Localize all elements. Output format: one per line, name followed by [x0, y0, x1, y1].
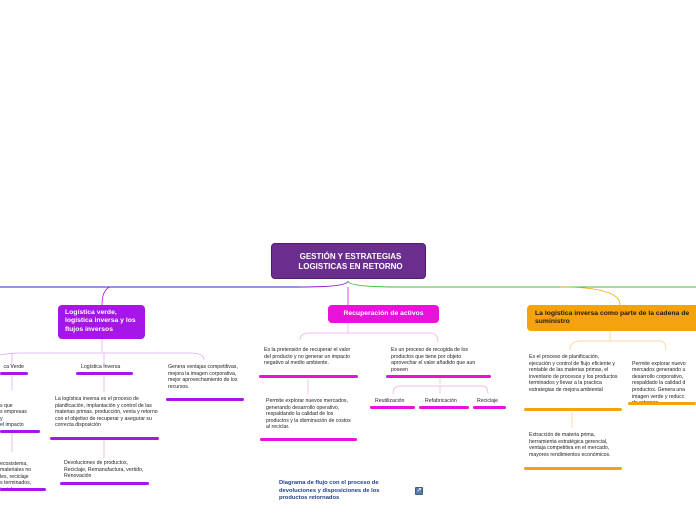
root-title: GESTIÓN Y ESTRATEGIAS LOGISTICAS EN RETO…: [298, 252, 403, 271]
detail-recuperacion[interactable]: Permite explorar nuevos mercados, genera…: [266, 398, 354, 431]
underline: [628, 402, 696, 405]
underline: [473, 406, 506, 409]
child-ventajas[interactable]: Genera ventajas competitivas, mejora la …: [168, 364, 240, 390]
underline: [0, 488, 46, 491]
child-pretension-label: Es la pretensión de recuperar el valor d…: [264, 347, 351, 367]
underline: [419, 406, 469, 409]
underline: [166, 398, 244, 401]
underline: [524, 467, 622, 470]
child-explorar-mercados[interactable]: Permite explorar nuevo mercados generand…: [632, 354, 696, 407]
child-logistica-inversa[interactable]: Logística Inversa: [81, 364, 131, 371]
subitem-refabricacion[interactable]: Refabricación: [425, 398, 469, 405]
link-icon[interactable]: ↗: [415, 487, 423, 495]
subitem-reciclaje[interactable]: Reciclaje: [477, 398, 507, 405]
detail-recuperacion-text: Permite explorar nuevos mercados, genera…: [266, 398, 351, 431]
detail-inversa-tipos[interactable]: Devoluciones de productos, Reciclaje, Re…: [64, 460, 146, 480]
branch-recuperacion-label: Recuperación de activos: [343, 310, 424, 317]
detail-extraccion[interactable]: Extracción de materia prima, herramienta…: [529, 432, 617, 458]
detail-verde-1[interactable]: s que s empresas y el impacto: [0, 396, 36, 429]
subitem-reutilizacion[interactable]: Reutilización: [375, 398, 415, 405]
underline: [76, 372, 133, 375]
underline: [259, 375, 358, 378]
child-logistica-verde[interactable]: ca Verde: [0, 364, 24, 371]
detail-extraccion-text: Extracción de materia prima, herramienta…: [529, 432, 611, 458]
child-explorar-mercados-label: Permite explorar nuevo mercados generand…: [632, 360, 686, 407]
subitem-reutilizacion-label: Reutilización: [375, 398, 405, 404]
child-logistica-verde-label: ca Verde: [3, 364, 24, 370]
underline: [0, 372, 28, 375]
child-ventajas-label: Genera ventajas competitivas, mejora la …: [168, 364, 238, 390]
branch-logistica-verde[interactable]: Logística verde, logística inversa y los…: [58, 305, 145, 339]
child-pretension[interactable]: Es la pretensión de recuperar el valor d…: [264, 347, 356, 367]
underline: [386, 375, 491, 378]
root-node[interactable]: GESTIÓN Y ESTRATEGIAS LOGISTICAS EN RETO…: [271, 243, 426, 279]
underline: [60, 482, 149, 485]
child-logistica-inversa-label: Logística Inversa: [81, 364, 121, 370]
underline: [260, 438, 357, 441]
branch-logistica-verde-label: Logística verde, logística inversa y los…: [65, 309, 136, 333]
detail-verde-1-text: s que s empresas y el impacto: [0, 402, 27, 429]
underline: [370, 406, 415, 409]
underline: [524, 408, 622, 411]
underline: [0, 430, 40, 433]
detail-inversa-def-text: La logística inversa es el proceso de pl…: [55, 396, 158, 429]
branch-cadena-suministro-label: La logística inversa como parte de la ca…: [535, 310, 690, 325]
child-proceso-recogida[interactable]: Es un proceso de recogida de los product…: [391, 347, 487, 373]
footer-caption-text: Diagrama de flujo con el proceso de devo…: [279, 480, 380, 502]
detail-inversa-def[interactable]: La logística inversa es el proceso de pl…: [55, 396, 158, 429]
subitem-refabricacion-label: Refabricación: [425, 398, 457, 404]
detail-inversa-tipos-text: Devoluciones de productos, Reciclaje, Re…: [64, 460, 144, 480]
branch-cadena-suministro[interactable]: La logística inversa como parte de la ca…: [527, 305, 696, 331]
child-planificacion[interactable]: Es el proceso de planificación, ejecució…: [529, 354, 619, 394]
child-planificacion-label: Es el proceso de planificación, ejecució…: [529, 354, 618, 393]
footer-caption[interactable]: Diagrama de flujo con el proceso de devo…: [279, 480, 407, 503]
underline: [50, 437, 159, 440]
subitem-reciclaje-label: Reciclaje: [477, 398, 499, 404]
child-proceso-recogida-label: Es un proceso de recogida de los product…: [391, 347, 476, 373]
branch-recuperacion[interactable]: Recuperación de activos: [328, 305, 439, 323]
